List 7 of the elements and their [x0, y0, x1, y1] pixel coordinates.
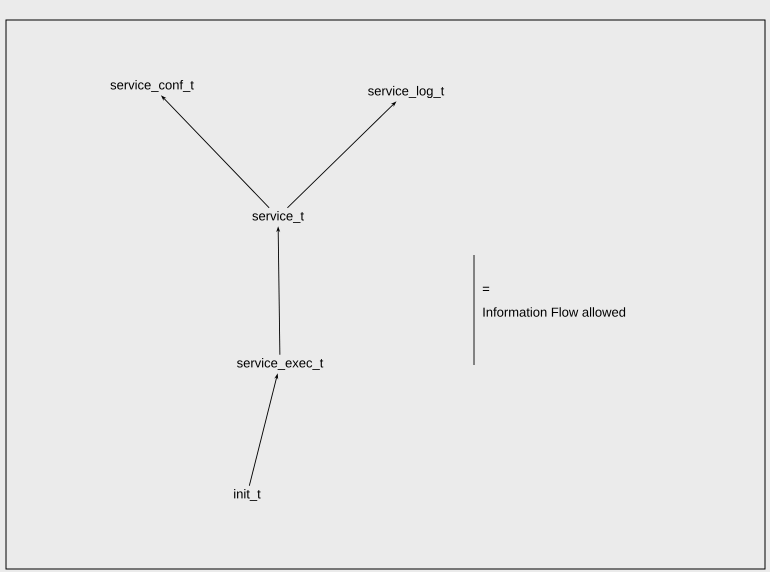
- type-label: service_log_t: [368, 86, 444, 98]
- equals-sign: =: [482, 286, 490, 291]
- legend-text: Information Flow allowed: [483, 307, 626, 317]
- type-label: service_t: [252, 210, 304, 223]
- type-label: init_t: [234, 488, 261, 501]
- type-label: service_exec_t: [237, 358, 324, 370]
- type-label: service_conf_t: [110, 80, 194, 92]
